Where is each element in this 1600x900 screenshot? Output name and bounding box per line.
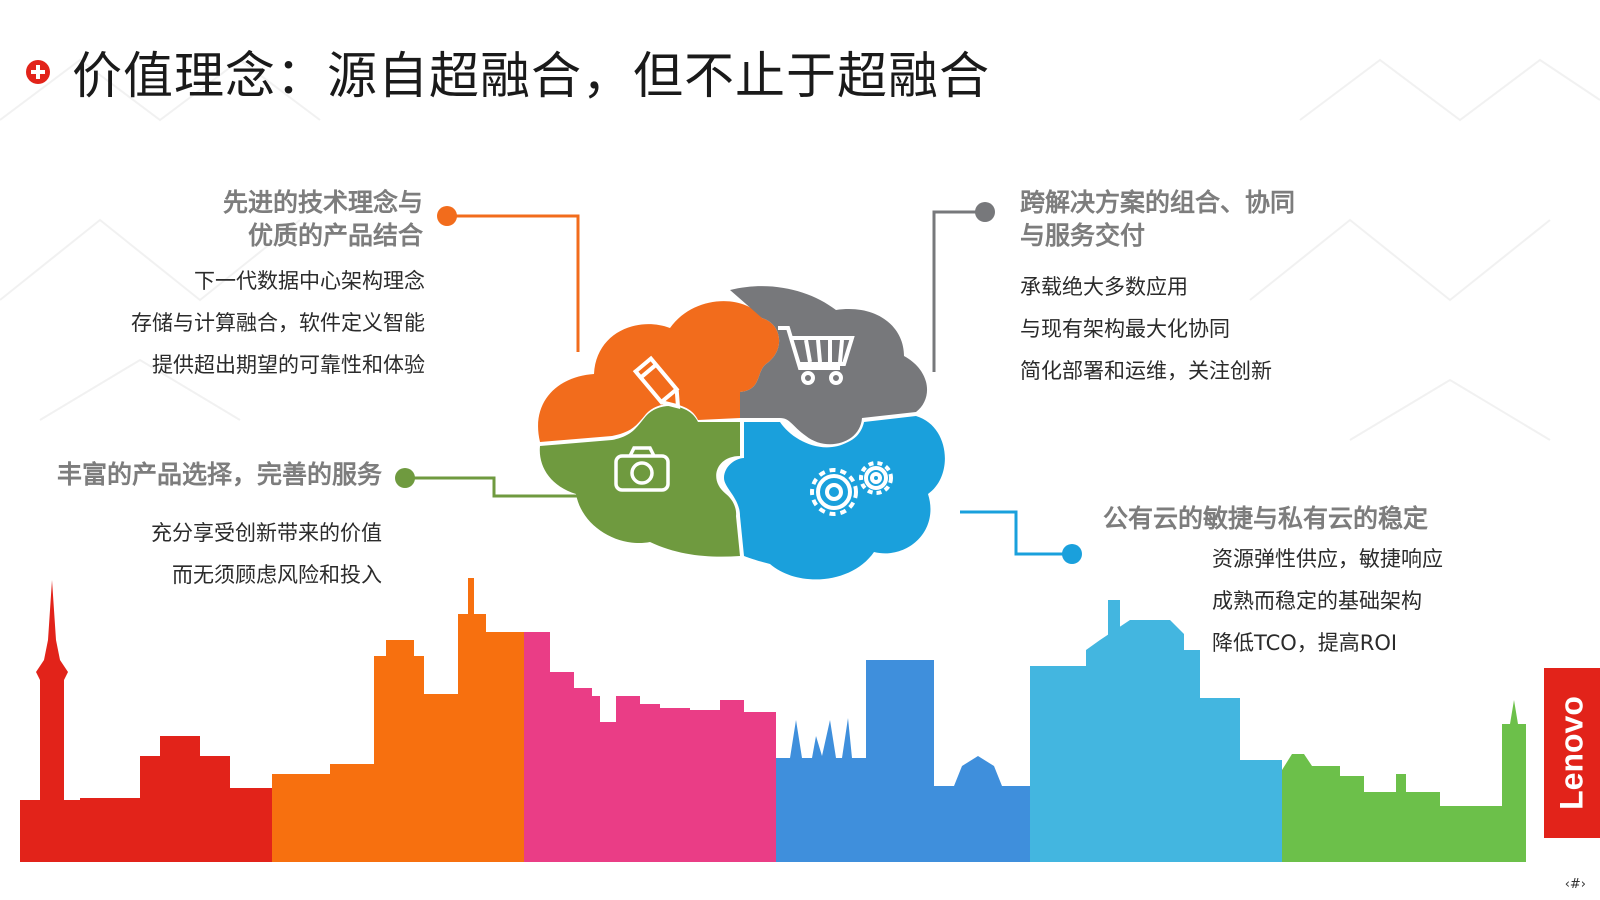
skyline-green [1282,700,1526,862]
lenovo-logo: Lenovo [1544,668,1600,838]
list-item: 简化部署和运维，关注创新 [1020,359,1272,383]
connector-bottom-right [960,510,1072,556]
connector-dot-mid-left [395,468,415,488]
heading-top-right: 跨解决方案的组合、协同 与服务交付 [1020,186,1295,252]
heading-line: 丰富的产品选择，完善的服务 [56,460,382,489]
list-item: 充分享受创新带来的价值 [151,521,382,545]
connector-top-right [932,210,985,372]
list-item: 成熟而稳定的基础架构 [1212,589,1422,613]
title-bar: 价值理念：源自超融合，但不止于超融合 [26,36,990,108]
pencil-icon [632,355,681,410]
brain-piece-pencil [538,301,780,442]
heading-top-left: 先进的技术理念与 优质的产品结合 [223,186,423,252]
skyline-blue [776,660,1030,862]
connector-dot-bottom-right [1062,544,1082,564]
skyline-pink [524,632,776,862]
connector-dot-top-left [437,206,457,226]
brain-puzzle [538,286,945,580]
skyline-orange [272,578,524,862]
skyline-light-blue [1030,600,1282,862]
page-number: ‹#› [1564,877,1586,892]
heading-line: 跨解决方案的组合、协同 [1020,188,1296,217]
heading-mid-left: 丰富的产品选择，完善的服务 [57,458,382,491]
heading-bottom-right: 公有云的敏捷与私有云的稳定 [1103,502,1428,535]
list-item: 资源弹性供应，敏捷响应 [1212,547,1443,571]
list-item: 承载绝大多数应用 [1020,275,1188,299]
list-item: 存储与计算融合，软件定义智能 [131,311,425,335]
skyline-red [20,580,272,862]
list-item: 而无须顾虑风险和投入 [172,563,382,587]
page-title: 价值理念：源自超融合，但不止于超融合 [72,47,990,105]
city-skyline [20,578,1526,862]
heading-line: 优质的产品结合 [247,221,423,250]
gears-icon [810,461,893,516]
connector-top-left [447,214,580,352]
heading-line: 与服务交付 [1020,221,1146,250]
connector-mid-left [405,476,585,498]
plus-bullet-icon [26,60,50,84]
list-item: 提供超出期望的可靠性和体验 [152,353,425,377]
camera-icon [614,446,670,492]
heading-line: 公有云的敏捷与私有云的稳定 [1103,504,1429,533]
heading-line: 先进的技术理念与 [222,188,423,217]
list-item: 下一代数据中心架构理念 [194,269,425,293]
list-item: 与现有架构最大化协同 [1020,317,1230,341]
logo-text: Lenovo [1553,696,1590,810]
connector-dot-top-right [975,202,995,222]
shopping-cart-icon [778,326,855,385]
list-item: 降低TCO，提高ROI [1212,631,1398,655]
